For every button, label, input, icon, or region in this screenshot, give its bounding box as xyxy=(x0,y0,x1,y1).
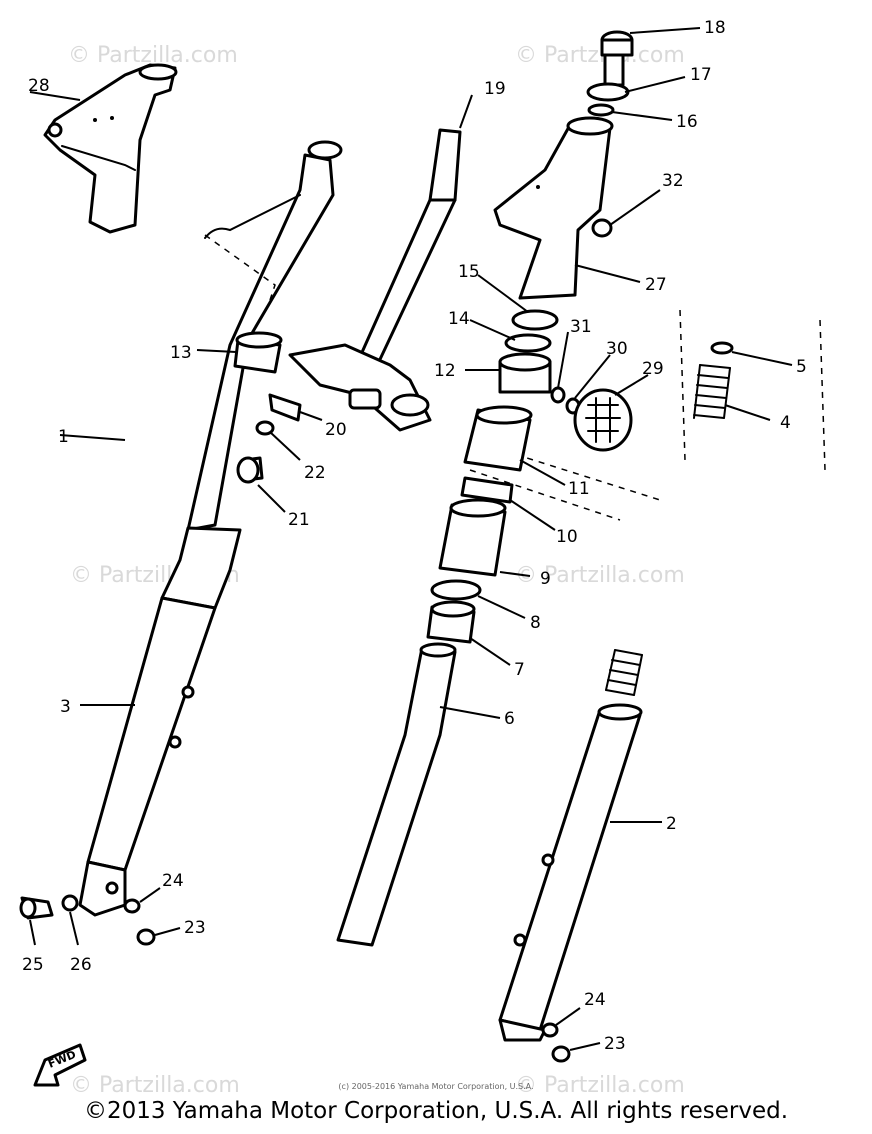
part-9-bushing xyxy=(438,498,507,577)
callout-24: 24 xyxy=(162,871,184,891)
watermarks: © Partzilla.com © Partzilla.com © Partzi… xyxy=(68,43,685,1098)
callout-24-right: 24 xyxy=(584,990,606,1010)
callout-6: 6 xyxy=(504,709,515,729)
part-4-spring xyxy=(693,364,731,419)
callout-21: 21 xyxy=(288,510,310,530)
leader-lines xyxy=(29,27,793,1051)
part-15-seal xyxy=(511,309,559,331)
callout-7: 7 xyxy=(514,660,525,680)
callout-26: 26 xyxy=(70,955,92,975)
part-5-clip xyxy=(710,341,734,355)
callout-23-right: 23 xyxy=(604,1034,626,1054)
callout-10: 10 xyxy=(556,527,578,547)
callout-23: 23 xyxy=(184,918,206,938)
watermark: © Partzilla.com xyxy=(70,1073,240,1098)
spring-right xyxy=(605,649,643,696)
callout-20: 20 xyxy=(325,420,347,440)
watermark: © Partzilla.com xyxy=(515,1073,685,1098)
part-18-bolt xyxy=(600,30,634,87)
callout-14: 14 xyxy=(448,309,470,329)
watermark: © Partzilla.com xyxy=(515,43,685,68)
callout-3: 3 xyxy=(60,697,71,717)
callout-30: 30 xyxy=(606,339,628,359)
copyright-footer: ©2013 Yamaha Motor Corporation, U.S.A. A… xyxy=(83,1098,789,1124)
callout-2: 2 xyxy=(666,814,677,834)
part-8-oring xyxy=(430,579,482,601)
part-2-outer-tube-right xyxy=(498,703,643,1042)
part-21-cap xyxy=(236,456,264,484)
callout-1: 1 xyxy=(58,427,69,447)
part-6-inner-tube xyxy=(336,642,457,947)
callout-15: 15 xyxy=(458,262,480,282)
callout-28: 28 xyxy=(28,76,50,96)
part-26-washer xyxy=(61,894,79,912)
callout-12: 12 xyxy=(434,361,456,381)
part-27-holder xyxy=(493,116,614,300)
callouts: 1 2 3 4 5 6 7 8 9 10 11 12 13 14 15 16 1… xyxy=(22,18,807,1054)
part-20-bolt xyxy=(268,393,302,422)
part-24-washer xyxy=(123,898,141,914)
copyright-small: (c) 2005-2016 Yamaha Motor Corporation, … xyxy=(338,1082,534,1091)
part-11-bushing xyxy=(463,405,533,472)
part-19-steering-stem xyxy=(288,128,462,432)
callout-8: 8 xyxy=(530,613,541,633)
callout-16: 16 xyxy=(676,112,698,132)
callout-4: 4 xyxy=(780,413,791,433)
callout-5: 5 xyxy=(796,357,807,377)
part-29-cover xyxy=(573,388,633,452)
part-10-ring xyxy=(460,476,514,504)
callout-29: 29 xyxy=(642,359,664,379)
part-16-o-ring xyxy=(587,103,615,117)
callout-13: 13 xyxy=(170,343,192,363)
callout-25: 25 xyxy=(22,955,44,975)
callout-19: 19 xyxy=(484,79,506,99)
part-12-bushing xyxy=(498,352,552,394)
callout-27: 27 xyxy=(645,275,667,295)
part-31-washer xyxy=(550,386,566,404)
callout-11: 11 xyxy=(568,479,590,499)
part-13-clamp xyxy=(233,331,283,374)
part-17-washer xyxy=(586,82,630,102)
part-32-cap xyxy=(591,218,613,238)
part-22-washer xyxy=(255,420,275,436)
part-28-bracket xyxy=(43,63,178,234)
part-24-washer-right xyxy=(541,1022,559,1038)
part-23-screw-right xyxy=(551,1045,571,1063)
part-14-ring xyxy=(504,333,552,353)
callout-32: 32 xyxy=(662,171,684,191)
callout-31: 31 xyxy=(570,317,592,337)
part-7-collar xyxy=(426,600,476,644)
part-25-bolt xyxy=(19,896,54,920)
callout-18: 18 xyxy=(704,18,726,38)
callout-22: 22 xyxy=(304,463,326,483)
callout-9: 9 xyxy=(540,569,551,589)
part-23-screw xyxy=(136,928,156,946)
part-3-outer-tube-left xyxy=(78,140,343,917)
watermark: © Partzilla.com xyxy=(515,563,685,588)
callout-17: 17 xyxy=(690,65,712,85)
